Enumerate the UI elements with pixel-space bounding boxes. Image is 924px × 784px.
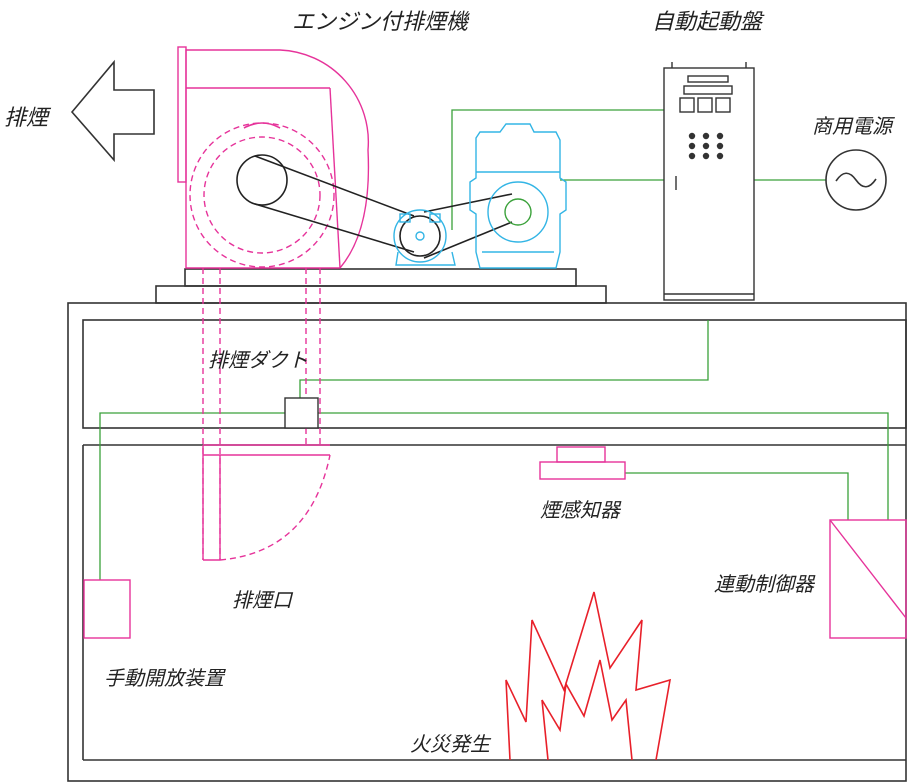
label-smoke-detector: 煙感知器 — [540, 498, 620, 522]
wiring — [99, 109, 889, 580]
ac-power-icon — [825, 149, 887, 211]
outlet-curve — [219, 454, 331, 561]
engine — [469, 123, 567, 269]
label-exhaust-outlet: 排煙口 — [232, 588, 292, 612]
wire-ceiling-run — [99, 412, 889, 580]
fan-impeller — [189, 122, 335, 268]
exhaust-arrow-icon — [70, 59, 155, 163]
fan-pulley — [236, 154, 288, 206]
ceiling-space — [82, 319, 907, 429]
fan-scroll-casing — [185, 49, 370, 269]
manual-release-device — [83, 579, 131, 639]
wire-detector — [625, 472, 849, 520]
label-exhaust: 排煙 — [4, 106, 49, 131]
label-fire-occurrence: 火災発生 — [410, 732, 490, 756]
panel-cabinet — [663, 67, 755, 301]
label-interlock-controller: 連動制御器 — [714, 572, 814, 596]
label-manual-release: 手動開放装置 — [104, 666, 224, 690]
label-power-source: 商用電源 — [812, 114, 892, 138]
label-exhaust-duct: 排煙ダクト — [208, 348, 308, 372]
exhaust-fan — [177, 46, 370, 561]
machine-base — [155, 268, 607, 304]
junction-box — [284, 397, 319, 429]
label-auto-start-panel: 自動起動盤 — [652, 10, 763, 35]
wire-engine-to-controller — [451, 109, 664, 230]
intermediate-pulley — [399, 215, 441, 257]
engine-pulley — [504, 198, 532, 226]
engine-body — [469, 123, 567, 269]
auto-start-panel — [663, 62, 755, 301]
building-outer — [67, 302, 907, 782]
fan-flange — [177, 46, 187, 183]
interlock-controller — [829, 519, 907, 639]
smoke-detector — [539, 446, 626, 480]
wire-controller-down — [299, 320, 709, 398]
fire-icon — [505, 591, 672, 761]
label-exhaust-fan: エンジン付排煙機 — [292, 10, 469, 35]
belt-drive — [236, 154, 513, 259]
bearing-unit — [393, 209, 456, 266]
building — [67, 302, 907, 782]
